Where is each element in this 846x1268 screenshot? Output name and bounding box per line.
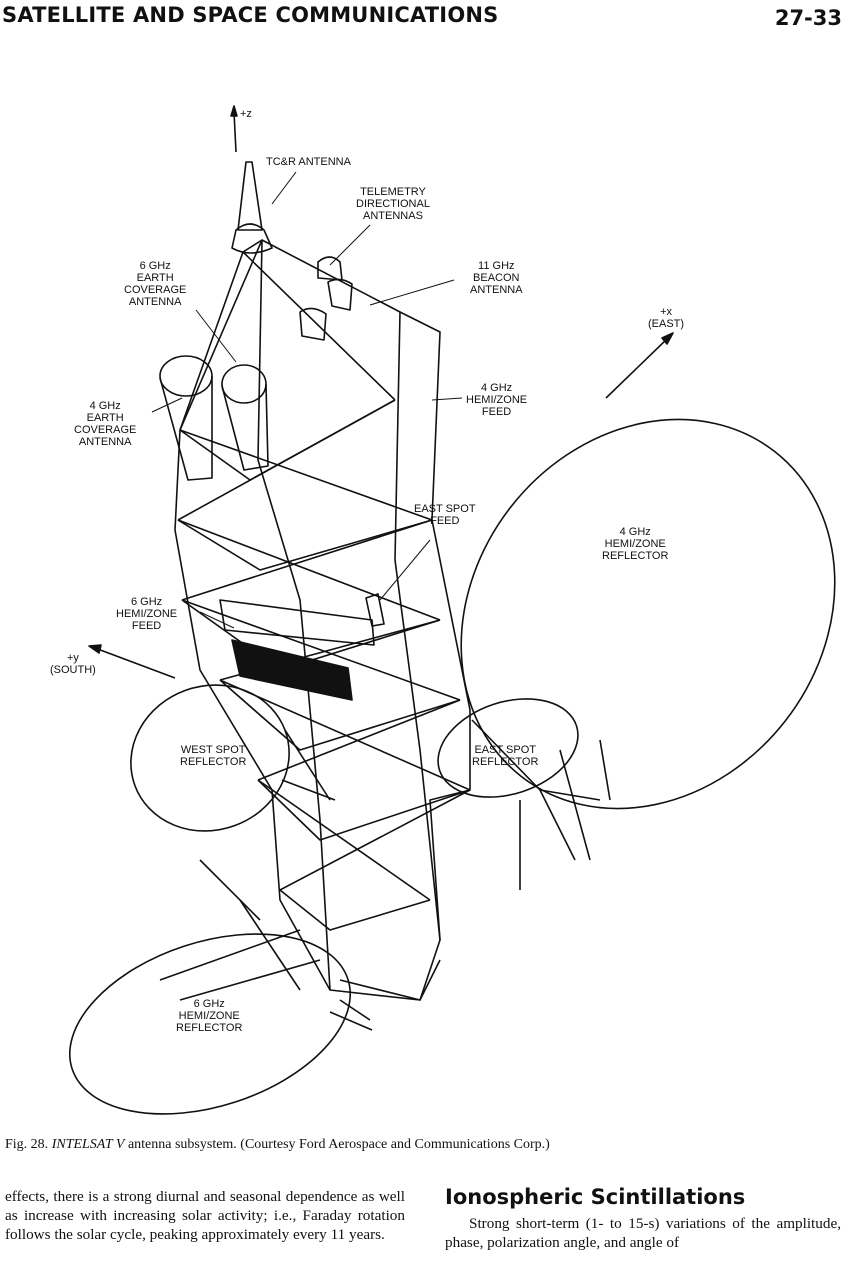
label-east-spot-feed: EAST SPOT FEED xyxy=(414,503,476,527)
label-west-spot-reflector: WEST SPOT REFLECTOR xyxy=(180,744,247,768)
tcr-antenna-shape xyxy=(231,161,273,254)
label-y-axis: +y (SOUTH) xyxy=(50,652,96,676)
east-spot-feed-shape xyxy=(365,593,385,627)
label-telemetry-antennas: TELEMETRY DIRECTIONAL ANTENNAS xyxy=(356,186,430,222)
running-head: SATELLITE AND SPACE COMMUNICATIONS xyxy=(2,3,499,27)
west-spot-reflector-shape xyxy=(130,684,336,832)
caption-italic: INTELSAT V xyxy=(51,1137,125,1152)
hemi4-reflector-shape xyxy=(460,418,836,861)
figure-caption: Fig. 28. INTELSAT V antenna subsystem. (… xyxy=(5,1137,840,1153)
earth-coverage-horns xyxy=(159,355,269,481)
page-header: SATELLITE AND SPACE COMMUNICATIONS 27-33 xyxy=(0,0,846,34)
antenna-figure: +z TC&R ANTENNA TELEMETRY DIRECTIONAL AN… xyxy=(0,100,846,1125)
label-6ghz-earth-coverage: 6 GHz EARTH COVERAGE ANTENNA xyxy=(124,260,187,308)
page-number: 27-33 xyxy=(774,6,842,30)
satellite-line-drawing xyxy=(68,105,836,1115)
section-heading: Ionospheric Scintillations xyxy=(445,1185,746,1209)
label-6ghz-hemi-reflector: 6 GHz HEMI/ZONE REFLECTOR xyxy=(176,998,243,1034)
label-x-axis: +x (EAST) xyxy=(648,306,685,330)
tower-body xyxy=(174,239,471,1001)
leader-lines xyxy=(151,171,463,629)
z-axis-arrow xyxy=(230,105,238,153)
caption-rest: antenna subsystem. (Courtesy Ford Aerosp… xyxy=(124,1137,550,1152)
label-east-spot-reflector: EAST SPOT REFLECTOR xyxy=(472,744,539,768)
small-horn-antennas xyxy=(299,256,353,341)
label-z-axis: +z xyxy=(240,108,252,120)
label-4ghz-hemi-feed: 4 GHz HEMI/ZONE FEED xyxy=(466,382,528,418)
hemi6-reflector-shape xyxy=(68,933,373,1115)
right-column-text: Strong short-term (1- to 15-s) variation… xyxy=(445,1215,841,1251)
left-column-text: effects, there is a strong diurnal and s… xyxy=(5,1188,405,1243)
east-spot-reflector-shape xyxy=(437,698,579,890)
caption-prefix: Fig. 28. xyxy=(5,1137,52,1152)
label-tcr-antenna: TC&R ANTENNA xyxy=(266,156,351,168)
right-column: Ionospheric Scintillations Strong short-… xyxy=(445,1185,841,1252)
lower-struts xyxy=(159,859,441,1001)
label-6ghz-hemi-feed: 6 GHz HEMI/ZONE FEED xyxy=(116,596,178,632)
label-4ghz-hemi-reflector: 4 GHz HEMI/ZONE REFLECTOR xyxy=(602,526,669,562)
label-4ghz-earth-coverage: 4 GHz EARTH COVERAGE ANTENNA xyxy=(74,400,137,448)
y-axis-arrow xyxy=(88,644,176,679)
x-axis-arrow xyxy=(605,332,674,399)
label-11ghz-beacon: 11 GHz BEACON ANTENNA xyxy=(470,260,523,296)
